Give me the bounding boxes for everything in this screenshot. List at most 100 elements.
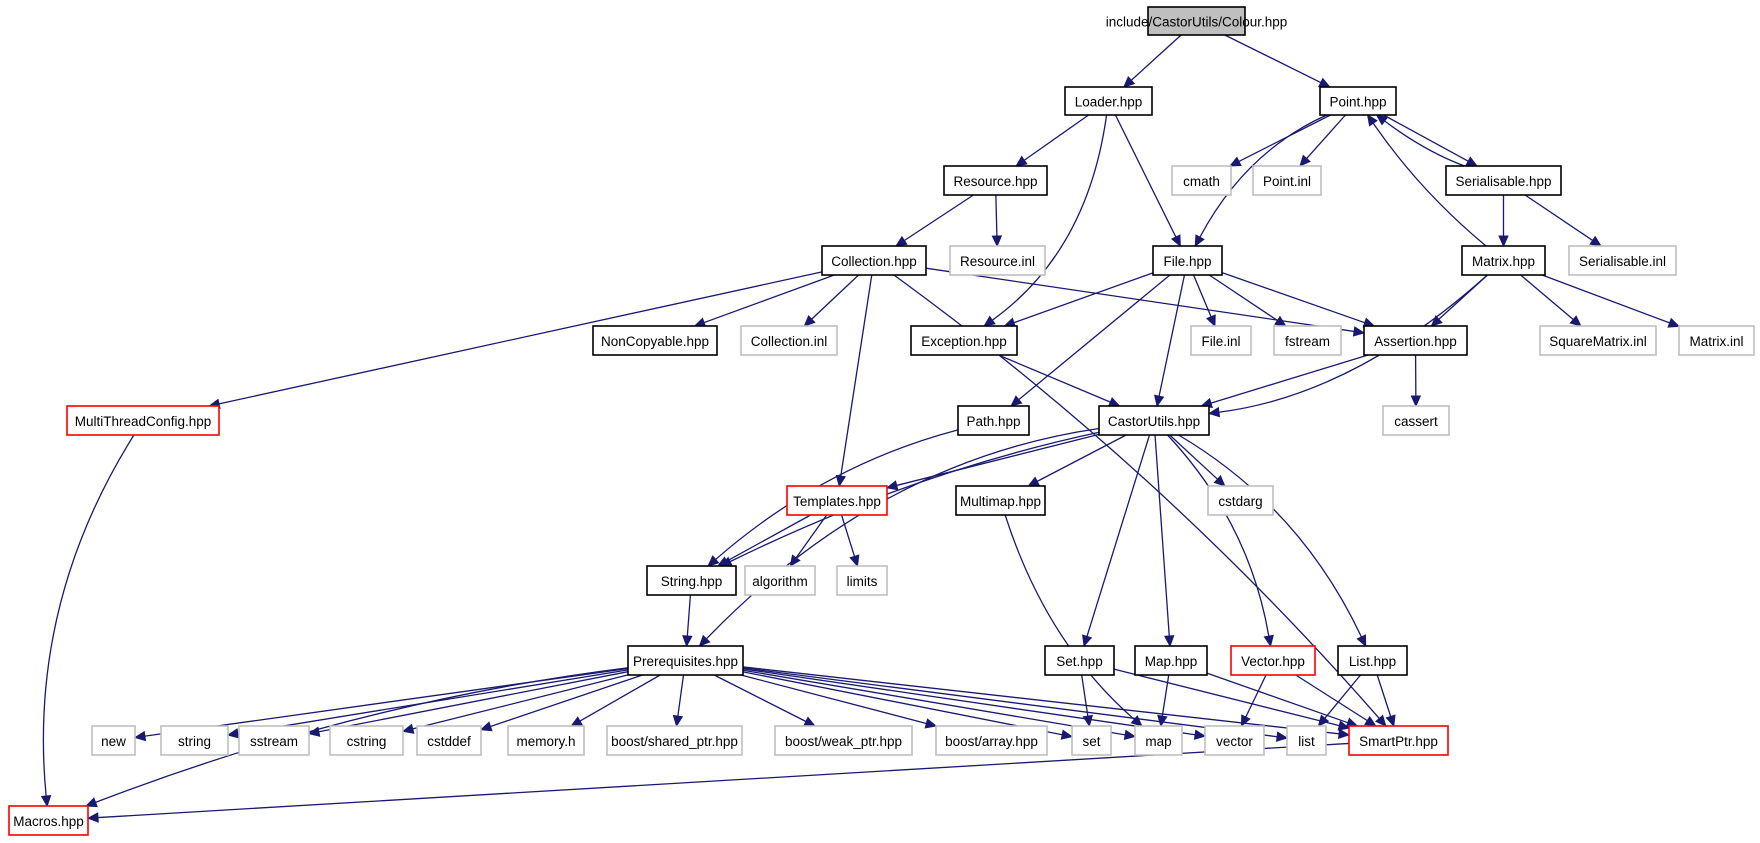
node-array: boost/array.hpp (935, 725, 1048, 756)
edge-resource-to-resourceinl (995, 194, 998, 237)
edge-list_hpp-to-smartptr (1376, 674, 1392, 717)
edge-loader-to-resource (1023, 114, 1089, 161)
node-multimap[interactable]: Multimap.hpp (955, 485, 1046, 516)
node-label-vector_hpp: Vector.hpp (1241, 654, 1305, 669)
node-sstream: sstream (238, 725, 310, 756)
arrowhead-castorutils-to-map_hpp (1163, 635, 1175, 648)
arrowhead-resource-to-resourceinl (991, 235, 1003, 248)
node-box-string_hpp (646, 565, 737, 596)
node-box-loader (1064, 86, 1153, 116)
node-label-fileinl: File.inl (1201, 334, 1240, 349)
node-resource[interactable]: Resource.hpp (943, 165, 1048, 196)
edge-colour-to-loader (1130, 34, 1182, 81)
arrowhead-prereq-to-macros (85, 797, 98, 808)
node-box-string (160, 725, 229, 756)
edge-string_hpp-to-prereq (686, 594, 692, 637)
node-exception[interactable]: Exception.hpp (910, 325, 1018, 356)
edge-prereq-to-shared_ptr (677, 674, 685, 717)
node-limits: limits (836, 565, 888, 596)
node-castorutils[interactable]: CastorUtils.hpp (1098, 405, 1210, 436)
node-label-cstddef: cstddef (427, 734, 471, 749)
node-set_hpp[interactable]: Set.hpp (1044, 645, 1115, 676)
node-box-shared_ptr (606, 725, 743, 756)
edge-point-to-serialisable (1383, 114, 1469, 162)
arrowhead-collection-to-templates (835, 474, 847, 488)
node-loader[interactable]: Loader.hpp (1064, 86, 1153, 116)
arrowhead-prereq-to-array (924, 718, 938, 729)
node-box-castorutils (1098, 405, 1210, 436)
node-box-cstddef (416, 725, 482, 756)
edge-loader-to-file (1114, 114, 1177, 238)
node-box-prereq (627, 645, 744, 676)
arrowhead-list_hpp-to-list (1317, 714, 1330, 727)
node-map_hpp[interactable]: Map.hpp (1134, 645, 1208, 676)
arrowhead-prereq-to-weak_ptr (803, 716, 816, 727)
node-assertion[interactable]: Assertion.hpp (1363, 325, 1468, 356)
arrowhead-point-to-cmath (1228, 156, 1242, 167)
node-file[interactable]: File.hpp (1152, 245, 1223, 276)
node-label-cstdarg: cstdarg (1218, 494, 1262, 509)
edge-exception-to-castorutils (998, 354, 1111, 403)
arrowhead-multimap-to-map (1130, 715, 1143, 727)
arrowhead-matrix-to-squarematrixinl (1569, 315, 1582, 327)
arrowhead-vector_hpp-to-vector (1240, 714, 1251, 728)
arrowhead-path-to-string_hpp (707, 555, 720, 567)
node-box-list_hpp (1337, 645, 1408, 676)
node-string_hpp[interactable]: String.hpp (646, 565, 737, 596)
node-collection[interactable]: Collection.hpp (821, 245, 927, 276)
edge-prereq-to-cstddef (490, 674, 643, 728)
node-label-matrix: Matrix.hpp (1472, 254, 1535, 269)
node-box-array (935, 725, 1048, 756)
node-serialisable[interactable]: Serialisable.hpp (1445, 165, 1562, 196)
node-point[interactable]: Point.hpp (1319, 86, 1397, 116)
node-box-collectioninl (740, 325, 838, 356)
node-box-path (957, 405, 1030, 436)
node-label-pointinl: Point.inl (1263, 174, 1311, 189)
edge-templates-to-limits (840, 514, 856, 557)
arrowhead-templates-to-algorithm (789, 554, 801, 567)
node-smartptr[interactable]: SmartPtr.hpp (1348, 725, 1449, 756)
node-label-set_hpp: Set.hpp (1056, 654, 1103, 669)
node-list_hpp[interactable]: List.hpp (1337, 645, 1408, 676)
edge-file-to-castorutils (1158, 274, 1186, 397)
node-colour[interactable]: include/CastorUtils/Colour.hpp (1106, 6, 1288, 36)
edges-layer (40, 34, 1681, 823)
node-box-resource (943, 165, 1048, 196)
node-label-serialisable: Serialisable.hpp (1455, 174, 1551, 189)
node-prereq[interactable]: Prerequisites.hpp (627, 645, 744, 676)
node-label-templates: Templates.hpp (793, 494, 881, 509)
node-box-resourceinl (949, 245, 1046, 276)
arrowhead-string_hpp-to-prereq (682, 635, 693, 648)
node-label-shared_ptr: boost/shared_ptr.hpp (611, 734, 738, 749)
arrowhead-exception-to-castorutils (1107, 397, 1121, 407)
node-label-weak_ptr: boost/weak_ptr.hpp (785, 734, 902, 749)
node-cstdarg: cstdarg (1207, 485, 1274, 516)
node-label-string: string (178, 734, 211, 749)
edge-resource-to-collection (904, 194, 974, 242)
edge-prereq-to-array (740, 674, 927, 725)
node-box-multimap (955, 485, 1046, 516)
node-resourceinl: Resource.inl (949, 245, 1046, 276)
node-label-resourceinl: Resource.inl (960, 254, 1035, 269)
node-box-cassert (1382, 405, 1450, 436)
node-label-exception: Exception.hpp (921, 334, 1007, 349)
node-path[interactable]: Path.hpp (957, 405, 1030, 436)
node-label-sstream: sstream (250, 734, 298, 749)
node-box-map (1134, 725, 1183, 756)
node-multithread[interactable]: MultiThreadConfig.hpp (66, 405, 220, 436)
node-templates[interactable]: Templates.hpp (786, 485, 888, 516)
node-box-assertion (1363, 325, 1468, 356)
node-box-multithread (66, 405, 220, 436)
edge-matrix-to-matrixinl (1541, 274, 1670, 324)
node-vector_hpp[interactable]: Vector.hpp (1230, 645, 1316, 676)
edge-assertion-to-castorutils (1210, 354, 1369, 404)
node-fstream: fstream (1273, 325, 1342, 356)
node-matrixinl: Matrix.inl (1678, 325, 1755, 356)
node-matrix[interactable]: Matrix.hpp (1461, 245, 1546, 276)
edge-path-to-string_hpp (715, 429, 959, 560)
node-macros[interactable]: Macros.hpp (8, 805, 89, 836)
node-box-collection (821, 245, 927, 276)
node-box-matrix (1461, 245, 1546, 276)
edge-prereq-to-cstring (412, 674, 629, 730)
node-noncopyable[interactable]: NonCopyable.hpp (592, 325, 718, 356)
